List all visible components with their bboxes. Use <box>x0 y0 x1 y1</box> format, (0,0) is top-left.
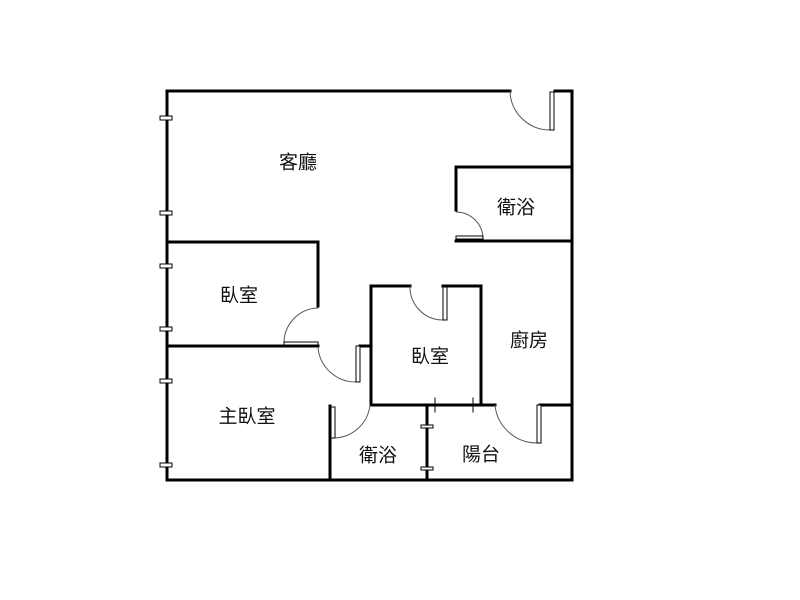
label-master-bedroom: 主臥室 <box>218 406 275 428</box>
label-bedroom-1: 臥室 <box>220 285 258 307</box>
doors <box>283 90 555 444</box>
room-labels: 客廳 衛浴 臥室 臥室 廚房 主臥室 衛浴 陽台 <box>218 152 548 467</box>
label-balcony: 陽台 <box>462 444 500 466</box>
label-kitchen: 廚房 <box>510 329 548 352</box>
windows <box>159 115 474 471</box>
label-living-room: 客廳 <box>279 152 317 174</box>
label-bedroom-2: 臥室 <box>411 346 449 368</box>
label-bathroom-2: 衛浴 <box>359 445 397 467</box>
label-bathroom-1: 衛浴 <box>497 197 535 219</box>
